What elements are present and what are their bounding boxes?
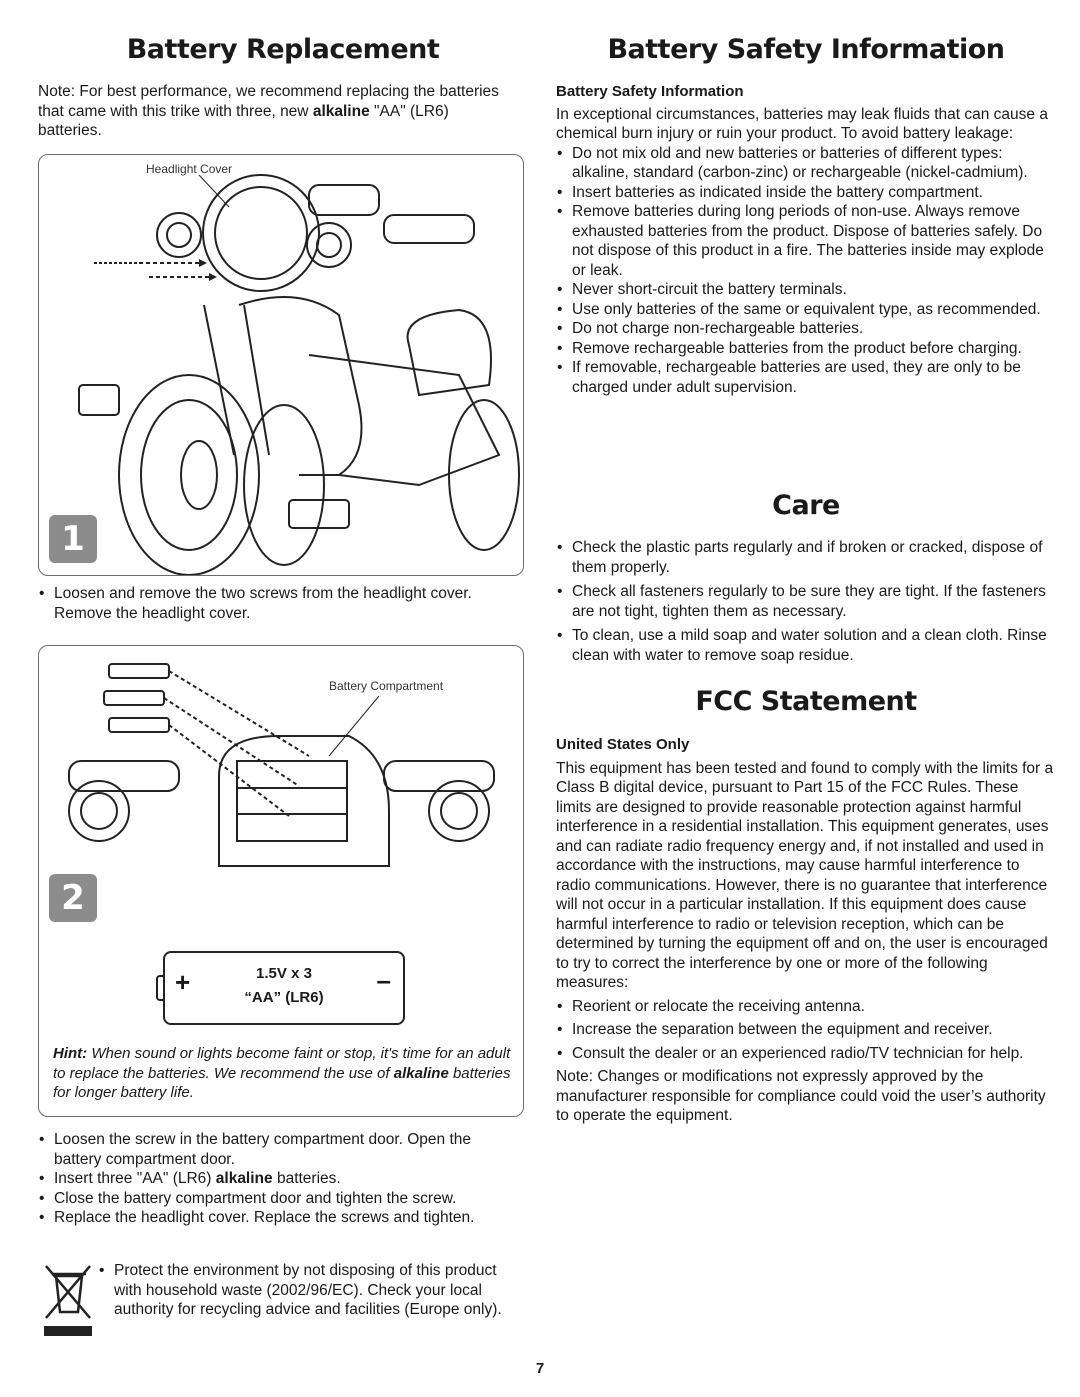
fcc-subtitle: United States Only [556, 736, 690, 753]
battery-safety-bullet: Remove rechargeable batteries from the p… [556, 339, 1056, 359]
fcc-note: Note: Changes or modifications not expre… [556, 1068, 1046, 1124]
step-2-bullet: Replace the headlight cover. Replace the… [38, 1208, 518, 1228]
weee-bullet: Protect the environment by not disposing… [98, 1261, 520, 1320]
step-2-bullet: Loosen the screw in the battery compartm… [38, 1130, 518, 1169]
step-2-bullet: Close the battery compartment door and t… [38, 1189, 518, 1209]
battery-safety-bullet: Remove batteries during long periods of … [556, 202, 1056, 280]
fcc-measure-bullet: Consult the dealer or an experienced rad… [556, 1044, 1056, 1064]
battery-plus: + [175, 967, 191, 997]
fcc-title: FCC Statement [695, 686, 917, 717]
battery-safety-intro: In exceptional circumstances, batteries … [556, 105, 1048, 143]
fcc-measures-list: Reorient or relocate the receiving anten… [556, 997, 1056, 1064]
battery-safety-bullet: Insert batteries as indicated inside the… [556, 183, 1056, 203]
headlight-cover-label: Headlight Cover [146, 162, 233, 176]
care-bullet: To clean, use a mild soap and water solu… [556, 626, 1056, 665]
care-title: Care [772, 490, 840, 521]
figure-2-battery: Battery Compartment [38, 645, 524, 1117]
figure-1-headlight: Headlight Cover [38, 154, 524, 576]
step-2-bullet: Insert three "AA" (LR6) alkaline batteri… [38, 1169, 518, 1189]
battery-safety-subtitle: Battery Safety Information [556, 83, 744, 100]
page-number: 7 [535, 1360, 545, 1377]
battery-compartment-label: Battery Compartment [329, 679, 444, 693]
battery-voltage: 1.5V x 3 [256, 965, 312, 982]
fcc-text: This equipment has been tested and found… [556, 759, 1054, 992]
crossed-out-bin-icon [44, 1265, 92, 1336]
battery-safety-bullet: Do not charge non-rechargeable batteries… [556, 319, 1056, 339]
battery-type: “AA” (LR6) [244, 989, 324, 1006]
step-1-badge: 1 [49, 515, 97, 563]
battery-safety-bullet: Use only batteries of the same or equiva… [556, 300, 1056, 320]
battery-safety-section: Battery Safety Information In exceptiona… [556, 82, 1056, 397]
care-list: Check the plastic parts regularly and if… [556, 538, 1056, 670]
care-bullet: Check the plastic parts regularly and if… [556, 538, 1056, 577]
fcc-measure-bullet: Increase the separation between the equi… [556, 1020, 1056, 1040]
battery-replacement-title: Battery Replacement [126, 34, 440, 65]
battery-safety-bullet: If removable, rechargeable batteries are… [556, 358, 1056, 397]
battery-safety-bullet: Do not mix old and new batteries or batt… [556, 144, 1056, 183]
battery-compartment-illustration [68, 663, 495, 867]
step-2-instructions: Loosen the screw in the battery compartm… [38, 1130, 518, 1228]
battery-safety-bullet: Never short-circuit the battery terminal… [556, 280, 1056, 300]
step-1-instructions: Loosen and remove the two screws from th… [38, 584, 508, 623]
battery-minus: – [376, 965, 391, 995]
hint-text: Hint: When sound or lights become faint … [53, 1045, 511, 1101]
step-1-bullet: Loosen and remove the two screws from th… [38, 584, 508, 623]
weee-notice: Protect the environment by not disposing… [98, 1261, 520, 1320]
battery-note: Note: For best performance, we recommend… [38, 83, 499, 139]
trike-illustration [78, 174, 520, 575]
battery-safety-list: Do not mix old and new batteries or batt… [556, 144, 1056, 398]
care-bullet: Check all fasteners regularly to be sure… [556, 582, 1056, 621]
battery-icon: + – 1.5V x 3 “AA” (LR6) [156, 951, 405, 1025]
battery-terminal [156, 975, 164, 1001]
battery-safety-title: Battery Safety Information [607, 34, 1005, 65]
fcc-measure-bullet: Reorient or relocate the receiving anten… [556, 997, 1056, 1017]
step-2-badge: 2 [49, 874, 97, 922]
fcc-section: United States Only This equipment has be… [556, 735, 1056, 1126]
